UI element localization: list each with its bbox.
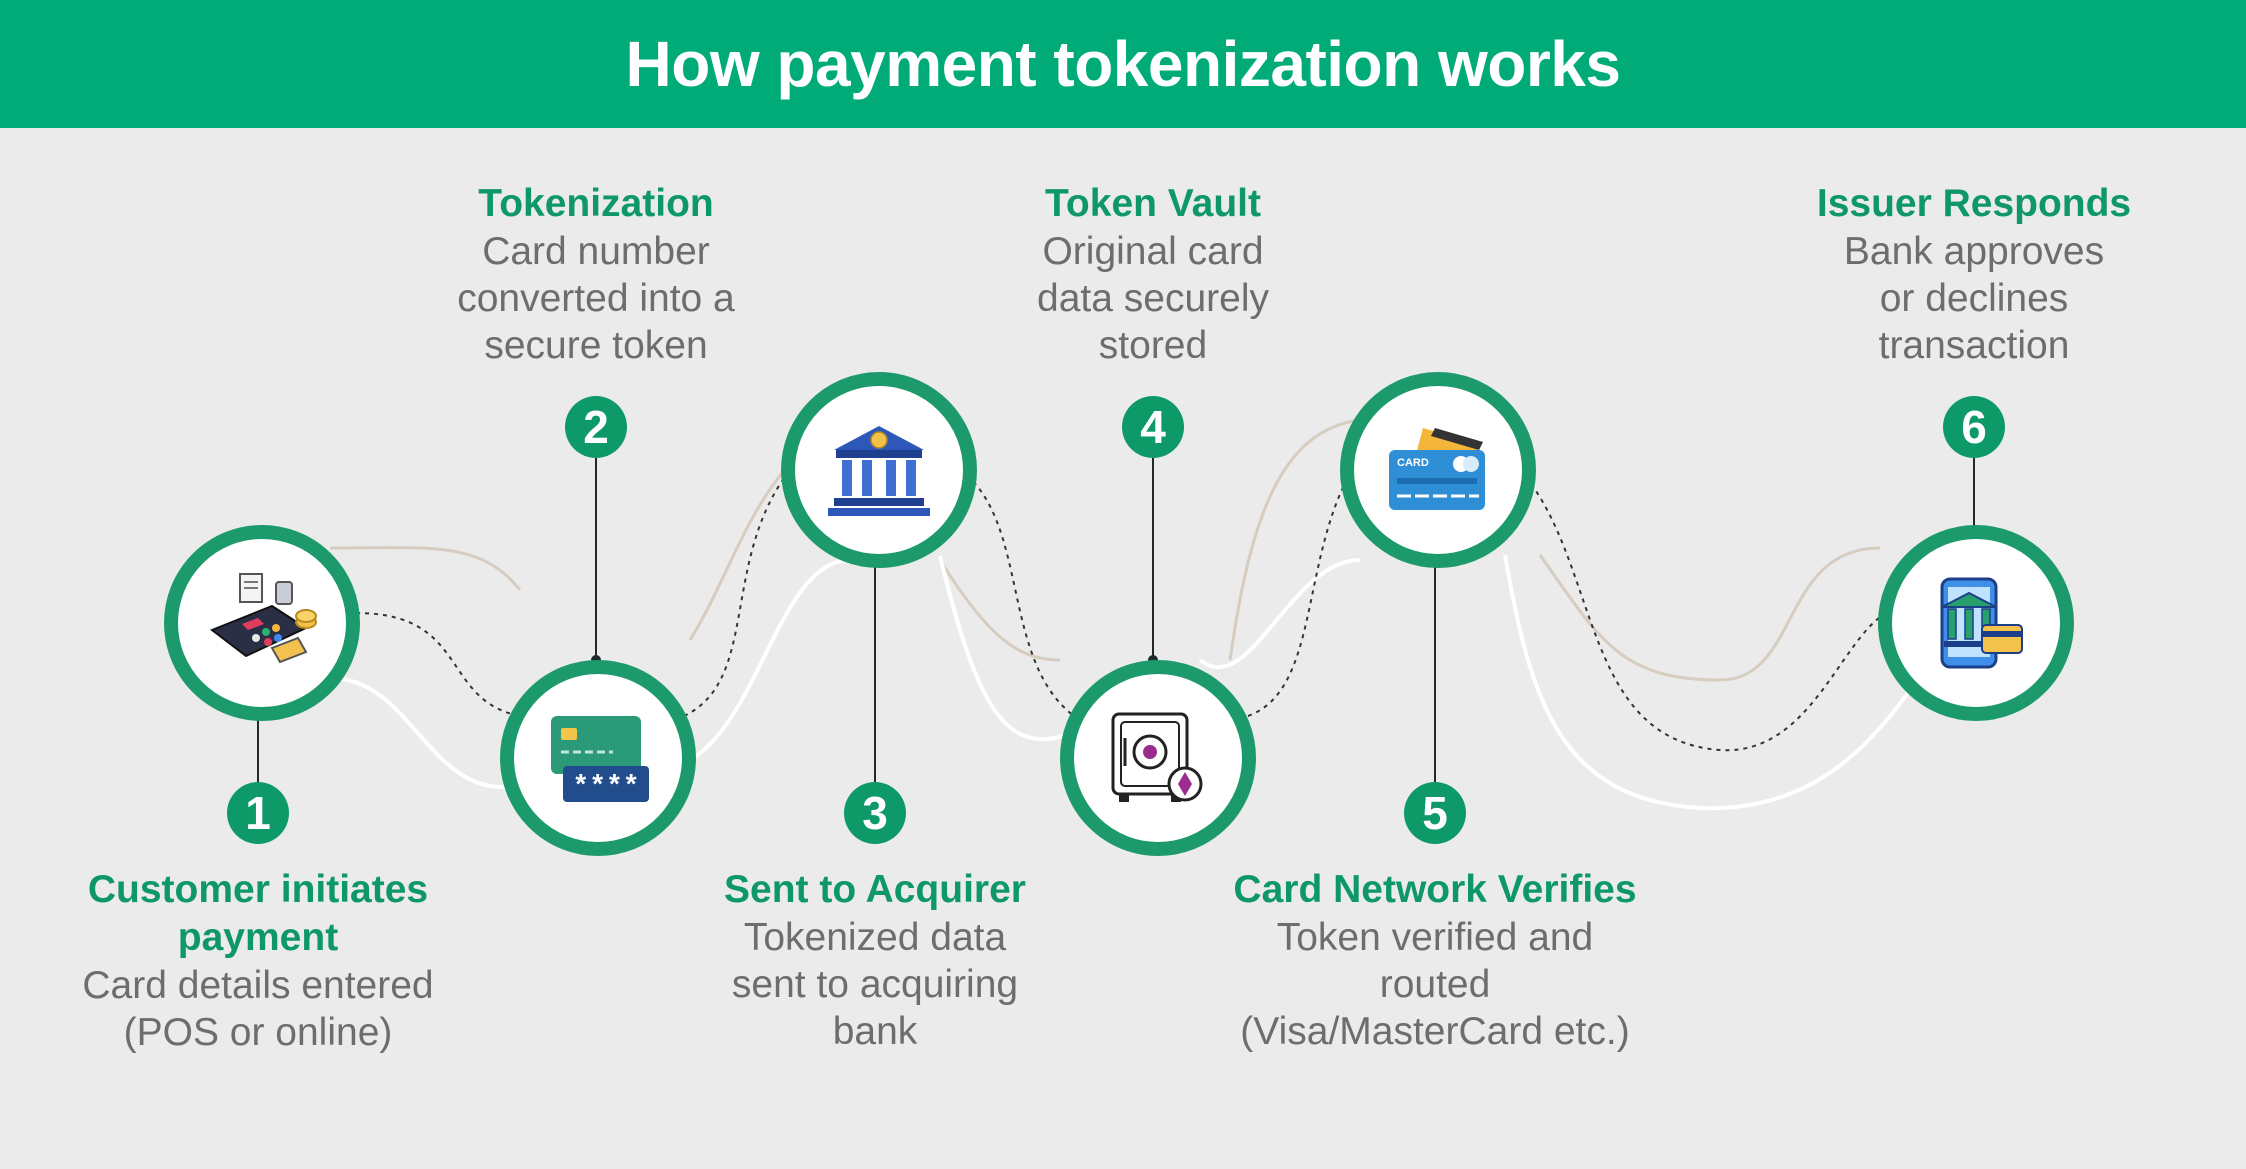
- card-word: CARD: [1397, 457, 1429, 469]
- dotted-connector: [355, 612, 521, 717]
- step-5-label: Card Network Verifies Token verified and…: [1195, 866, 1675, 1055]
- wave-white: [329, 554, 1912, 811]
- step-3-node: [781, 372, 977, 568]
- step-6-badge: 6: [1943, 396, 2005, 458]
- step-6-label: Issuer Responds Bank approves or decline…: [1764, 180, 2184, 369]
- step-description: stored: [1098, 324, 1208, 367]
- step-2-badge: 2: [565, 396, 627, 458]
- step-3-badge: 3: [844, 782, 906, 844]
- dotted-connector: [683, 469, 791, 717]
- step-title: Card Network Verifies: [1233, 868, 1637, 911]
- dotted-connector: [1519, 469, 1887, 752]
- dotted-connector: [959, 469, 1075, 717]
- step-description: converted into a: [457, 277, 735, 320]
- step-description: (Visa/MasterCard etc.): [1240, 1010, 1630, 1053]
- step-description: Original card: [1042, 230, 1264, 273]
- step-title: Tokenization: [478, 182, 714, 225]
- step-4-badge: 4: [1122, 396, 1184, 458]
- step-description: routed: [1379, 963, 1491, 1006]
- step-description: secure token: [484, 324, 708, 367]
- step-description: transaction: [1878, 324, 2070, 367]
- step-1-badge: 1: [227, 782, 289, 844]
- step-title: Token Vault: [1045, 182, 1261, 225]
- masked-digits: ****: [572, 772, 639, 803]
- step-description: Token verified and: [1276, 916, 1594, 959]
- wave-light: [329, 418, 1881, 682]
- step-5-badge: 5: [1404, 782, 1466, 844]
- step-2-label: Tokenization Card number converted into …: [386, 180, 806, 369]
- title-banner: How payment tokenization works: [0, 0, 2246, 128]
- step-description: Card details entered: [82, 964, 434, 1007]
- step-description: bank: [832, 1010, 918, 1053]
- step-description: Card number: [482, 230, 710, 273]
- step-2-node: ****: [500, 660, 696, 856]
- step-1-label: Customer initiates payment Card details …: [48, 866, 468, 1056]
- pos-terminal-icon: [209, 573, 317, 664]
- step-description: Tokenized data: [743, 916, 1007, 959]
- credit-card-token-icon: ****: [551, 716, 649, 803]
- step-4-node: [1060, 660, 1256, 856]
- step-6-node: [1878, 525, 2074, 721]
- step-title: payment: [177, 916, 339, 959]
- step-description: Bank approves: [1843, 230, 2105, 273]
- step-description: data securely: [1037, 277, 1269, 320]
- bank-icon: [828, 426, 930, 516]
- dotted-connector: [1247, 469, 1353, 717]
- step-title: Customer initiates: [87, 868, 429, 911]
- step-description: sent to acquiring: [731, 963, 1019, 1006]
- mobile-bank-icon: [1940, 577, 2023, 669]
- step-1-node: [164, 525, 360, 721]
- card-network-icon: CARD: [1389, 428, 1485, 510]
- step-title: Issuer Responds: [1816, 182, 2132, 225]
- page-title: How payment tokenization works: [625, 28, 1621, 100]
- step-title: Sent to Acquirer: [724, 868, 1026, 911]
- step-4-label: Token Vault Original card data securely …: [943, 180, 1363, 369]
- step-description: (POS or online): [123, 1011, 393, 1054]
- step-5-node: CARD: [1340, 372, 1536, 568]
- step-description: or declines: [1879, 277, 2069, 320]
- step-3-label: Sent to Acquirer Tokenized data sent to …: [665, 866, 1085, 1055]
- safe-vault-icon: [1111, 712, 1203, 802]
